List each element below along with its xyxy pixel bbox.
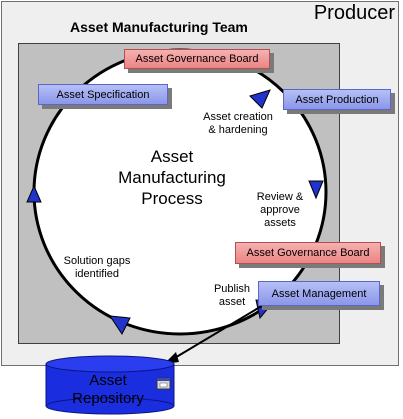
publish-connector-line: [167, 303, 266, 363]
cycle-arrow-left: [26, 184, 42, 203]
step-asset-creation: Asset creation & hardening: [203, 111, 273, 136]
asset-governance-board-mid-label: Asset Governance Board: [246, 247, 370, 259]
repository-cylinder-top: [45, 355, 175, 373]
asset-specification-label: Asset Specification: [56, 88, 150, 101]
step-review-approve: Review & approve assets: [256, 191, 304, 229]
step-publish-asset: Publish asset: [213, 283, 251, 308]
asset-repository-label: Asset Repository: [72, 372, 144, 407]
asset-governance-board-top: Asset Governance Board: [124, 49, 270, 69]
cycle-arrow-bottom-left: [108, 315, 131, 335]
cycle-arrow-top-right: [249, 89, 271, 109]
producer-title: Producer: [313, 2, 395, 24]
cycle-arrow-right: [308, 180, 324, 200]
asset-management-label: Asset Management: [271, 287, 367, 300]
asset-management-box: Asset Management: [258, 281, 380, 306]
asset-governance-board-top-label: Asset Governance Board: [135, 53, 259, 65]
step-solution-gaps: Solution gaps identified: [63, 255, 131, 280]
team-title: Asset Manufacturing Team: [70, 19, 248, 35]
asset-specification-box: Asset Specification: [38, 84, 168, 105]
asset-production-box: Asset Production: [283, 89, 391, 110]
asset-production-label: Asset Production: [295, 93, 379, 106]
process-title: Asset Manufacturing Process: [118, 147, 226, 208]
asset-governance-board-mid: Asset Governance Board: [235, 242, 381, 264]
